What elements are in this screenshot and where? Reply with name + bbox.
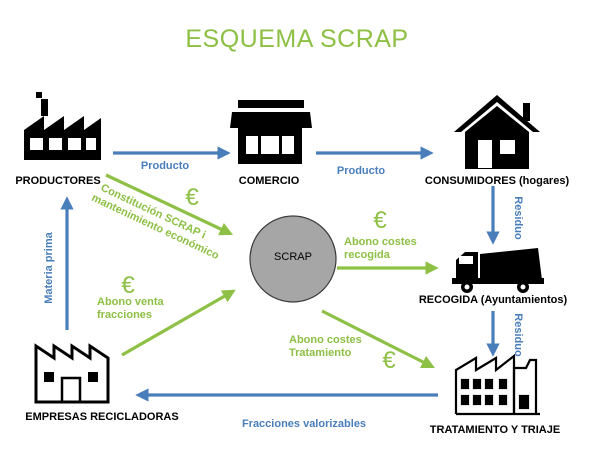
factory-icon [24,92,101,160]
euro-icon: € [121,272,135,299]
euro-icon: € [382,347,396,374]
fracciones-label: Fracciones valorizables [242,418,366,430]
abono-recogida-label-line1: Abono costes [344,236,417,248]
abono-venta-label-line1: Abono venta [97,296,164,308]
treatment-plant-icon [454,353,540,416]
abono-recogida-label-line2: recogida [344,249,391,261]
comercio-label: COMERCIO [239,175,300,187]
empresas-label: EMPRESAS RECICLADORAS [25,411,178,423]
producto-label-1: Producto [141,160,190,172]
residuo-label-1: Residuo [512,196,524,240]
producto-label-2: Producto [337,165,386,177]
euro-icon: € [185,184,199,211]
garbage-truck-icon [452,248,544,293]
house-icon [454,95,540,169]
residuo-label-2: Residuo [512,313,524,357]
constitucion-arrow [105,173,234,236]
abono-tratamiento-label-line1: Abono costes [289,334,362,346]
diagram-title: ESQUEMA SCRAP [185,25,408,53]
tratamiento-label: TRATAMIENTO Y TRIAJE [430,424,560,436]
consumidores-label: CONSUMIDORES (hogares) [425,175,570,187]
materia-prima-label: Materia prima [43,231,55,303]
abono-tratamiento-arrow [321,309,435,369]
shop-icon [230,100,312,164]
recycling-factory-icon [34,343,110,404]
abono-venta-arrow [121,289,236,357]
scrap-node [249,215,337,303]
abono-tratamiento-label-line2: Tratamiento [289,347,352,359]
productores-label: PRODUCTORES [15,175,100,187]
euro-icon: € [373,207,387,234]
abono-venta-label-line2: fracciones [97,309,152,321]
scrap-label: SCRAP [274,251,312,263]
recogida-label: RECOGIDA (Ayuntamientos) [419,294,568,306]
